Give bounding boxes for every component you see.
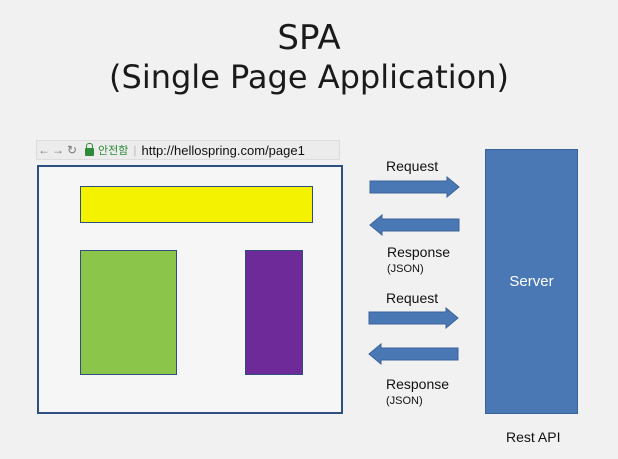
yellow-content-block (80, 186, 313, 223)
browser-address-bar: ← → ↻ 안전함 | http://hellospring.com/page1 (36, 140, 340, 160)
address-separator: | (133, 143, 137, 157)
lock-icon (85, 143, 94, 156)
title-line2: (Single Page Application) (109, 58, 509, 96)
forward-icon[interactable]: → (52, 143, 64, 157)
url-text[interactable]: http://hellospring.com/page1 (141, 142, 305, 158)
response-label-2: Response (386, 376, 450, 392)
response-arrow-1 (369, 214, 460, 236)
back-icon[interactable]: ← (38, 143, 50, 157)
title-line1: SPA (277, 18, 341, 58)
response-sub-2: (JSON) (386, 395, 423, 407)
request-label-1: Request (386, 158, 439, 174)
response-arrow-2 (368, 343, 459, 365)
server-label: Server (509, 273, 554, 290)
request-arrow-2 (368, 307, 459, 329)
green-content-block (80, 250, 177, 375)
rest-api-caption: Rest API (506, 429, 561, 445)
response-sub-1: (JSON) (387, 263, 424, 275)
purple-content-block (245, 250, 303, 375)
request-label-2: Request (386, 290, 439, 306)
request-arrow-1 (369, 176, 460, 198)
secure-label: 안전함 (98, 145, 129, 157)
server-box: Server (485, 149, 578, 414)
response-label-1: Response (387, 244, 451, 260)
reload-icon[interactable]: ↻ (66, 143, 78, 157)
